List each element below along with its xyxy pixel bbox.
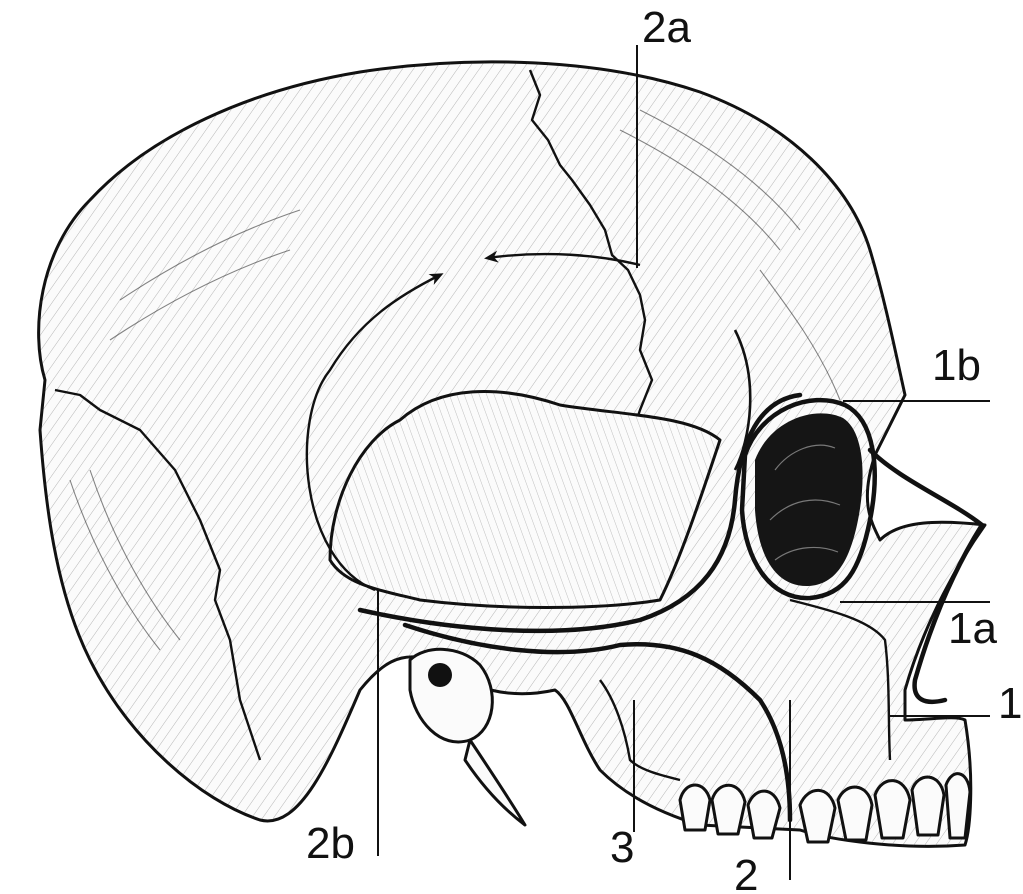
ear-canal: [428, 663, 452, 687]
label-3: 3: [610, 823, 634, 872]
label-2b: 2b: [306, 819, 355, 868]
label-2: 2: [734, 851, 758, 894]
label-2a: 2a: [642, 3, 691, 52]
label-1b: 1b: [932, 341, 981, 390]
label-1: 1: [998, 679, 1022, 728]
styloid-process: [465, 740, 525, 825]
external-acoustic-meatus: [410, 649, 492, 742]
label-1a: 1a: [948, 604, 997, 653]
